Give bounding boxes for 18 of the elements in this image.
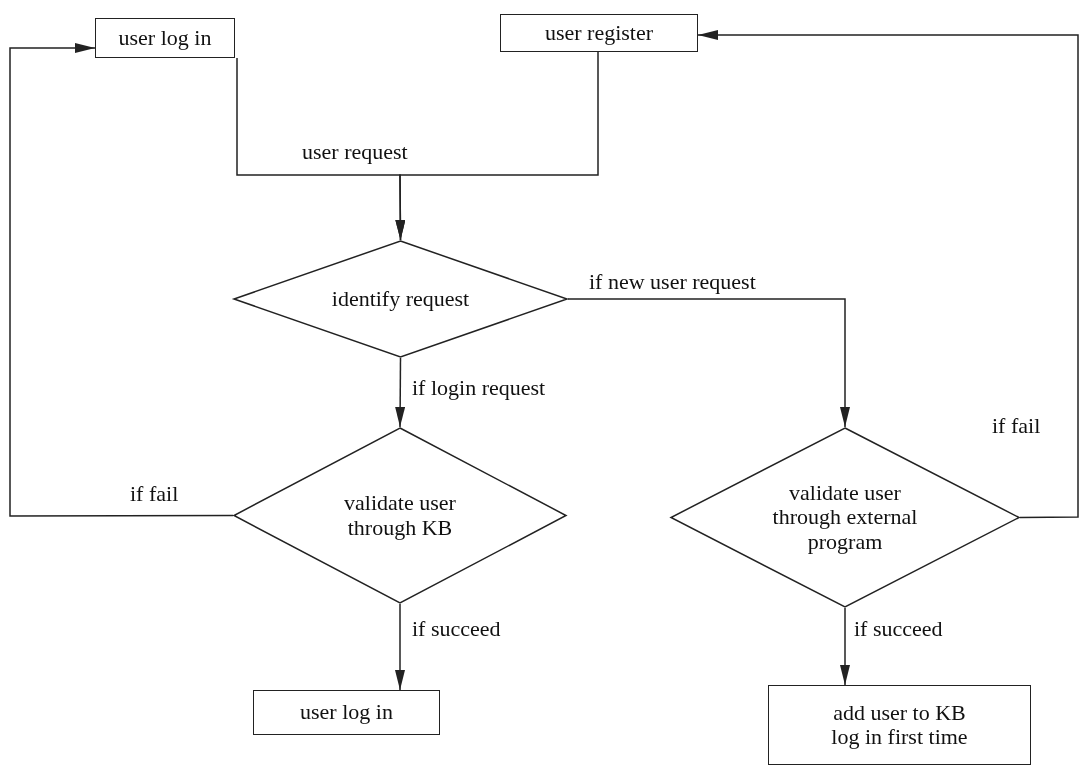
process-box <box>253 690 440 735</box>
process-text: user log in <box>300 700 393 725</box>
decision-text: validate user through external program <box>771 481 919 554</box>
arrow <box>567 298 850 428</box>
arrow <box>395 51 599 241</box>
arrow <box>395 357 406 428</box>
process-box <box>95 18 235 58</box>
arrow <box>697 30 1079 519</box>
arrow <box>840 607 850 686</box>
process-text: user register <box>544 20 654 46</box>
arrow <box>9 43 234 517</box>
process-text: user log in <box>118 25 212 51</box>
decision-text: identify request <box>331 286 470 312</box>
process-box <box>768 685 1031 765</box>
process-text: add user to KB log in first time <box>830 700 969 750</box>
arrow <box>395 603 405 691</box>
decision-text: validate user through KB <box>343 491 457 540</box>
process-box <box>500 14 698 52</box>
